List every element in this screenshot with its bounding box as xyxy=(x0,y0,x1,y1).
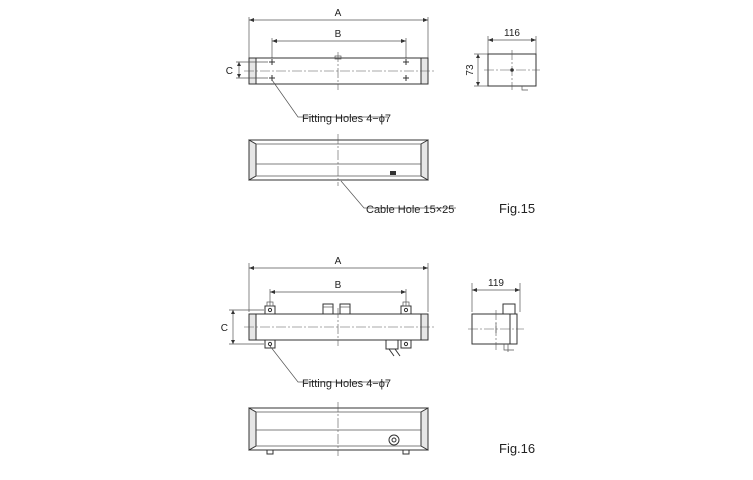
fig15-dim-a: A xyxy=(335,8,342,19)
fig16-dim-width: 119 xyxy=(488,278,504,289)
fig16-fitting-hole xyxy=(403,307,409,313)
fig15-label: Fig.15 xyxy=(499,201,535,216)
fig16-foot xyxy=(402,449,410,455)
fig16-dim-c: C xyxy=(221,323,228,334)
fig16-cable-gland xyxy=(385,339,401,357)
fig16-label: Fig.16 xyxy=(499,441,535,456)
fig16-group: A B xyxy=(221,256,535,456)
fig16-knob xyxy=(339,303,351,315)
fig16-bracket xyxy=(264,305,276,315)
fig16-knob xyxy=(322,303,334,315)
fig15-dim-c: C xyxy=(226,66,233,77)
fig16-bracket xyxy=(400,339,412,349)
fig15-connector xyxy=(390,171,396,175)
fig16-top-view: A B xyxy=(221,256,434,390)
fig15-fitting-hole xyxy=(403,59,409,65)
fig15-front-body xyxy=(248,139,429,181)
fig15-fitting-holes-note: Fitting Holes 4−ϕ7 xyxy=(302,113,391,125)
fig15-fitting-hole xyxy=(403,75,409,81)
fig15-group: A B C Fit xyxy=(226,8,540,216)
fig15-front-view: Cable Hole 15×25 xyxy=(248,134,456,216)
fig15-front-left-cap xyxy=(248,139,257,181)
fig15-end-view: 116 73 xyxy=(465,28,540,91)
fig16-fitting-holes-note: Fitting Holes 4−ϕ7 xyxy=(302,378,391,390)
fig16-bracket xyxy=(400,305,412,315)
fig16-front-view xyxy=(248,402,429,456)
fig16-cable-gland-front xyxy=(388,434,400,446)
fig16-fitting-hole xyxy=(267,307,273,313)
fig16-dim-b: B xyxy=(335,280,342,291)
fig16-front-body xyxy=(248,407,429,451)
fig16-end-view: 119 xyxy=(468,278,524,352)
fig15-dim-width: 116 xyxy=(504,28,520,39)
fig16-fitting-hole xyxy=(403,341,409,347)
fig16-dim-a: A xyxy=(335,256,342,267)
fig15-front-right-cap xyxy=(420,139,429,181)
fig15-fitting-hole xyxy=(269,59,275,65)
fig16-front-right-cap xyxy=(420,407,429,451)
fig15-cable-hole-note: Cable Hole 15×25 xyxy=(366,204,454,216)
fig16-front-left-cap xyxy=(248,407,257,451)
fig15-top-view: A B C Fit xyxy=(226,8,434,125)
fig15-dim-b: B xyxy=(335,29,342,40)
fig15-dim-height: 73 xyxy=(465,64,476,76)
fig16-bracket xyxy=(264,339,276,349)
fig16-foot xyxy=(266,449,274,455)
fig16-fitting-hole xyxy=(267,341,273,347)
